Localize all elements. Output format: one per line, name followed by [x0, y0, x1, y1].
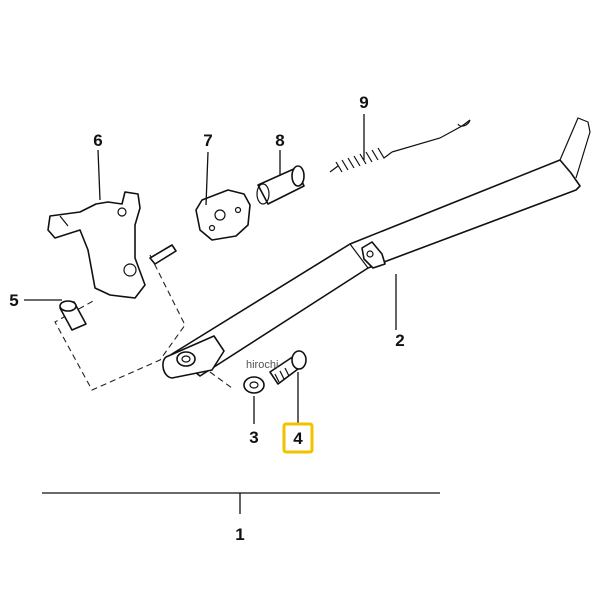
- bolt: [269, 350, 307, 385]
- side-stand-leg: [162, 117, 591, 379]
- callout-2: 2: [395, 331, 404, 350]
- callout-4: 4: [293, 429, 303, 448]
- highlight-box: [282, 422, 314, 454]
- mounting-bracket: [47, 191, 177, 299]
- callout-7: 7: [203, 131, 212, 150]
- callout-1: 1: [235, 525, 244, 544]
- spring: [329, 119, 471, 173]
- callout-3: 3: [249, 428, 258, 447]
- leader-lines: [24, 114, 440, 514]
- callout-9: 9: [359, 93, 368, 112]
- switch-plate: [195, 189, 251, 241]
- callout-5: 5: [9, 291, 18, 310]
- callout-6: 6: [93, 131, 102, 150]
- assembly-outline: [54, 254, 233, 391]
- callout-8: 8: [275, 131, 284, 150]
- sleeve: [256, 165, 305, 205]
- washer: [243, 376, 265, 394]
- watermark: hirochi: [246, 359, 278, 371]
- bushing: [59, 300, 87, 331]
